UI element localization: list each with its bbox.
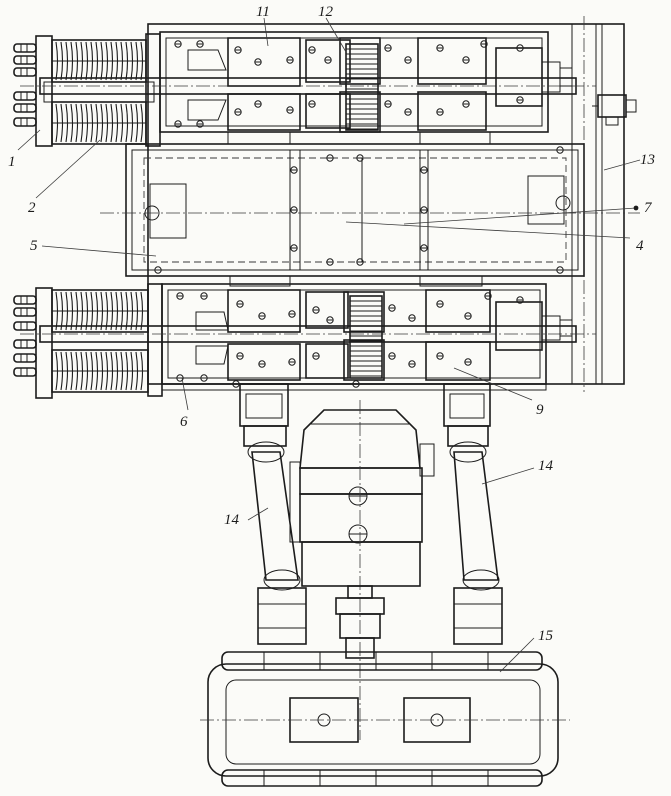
top-gear-block [20, 31, 596, 133]
callout-13: 13 [640, 152, 655, 168]
callout-labels: 1 2 4 5 6 7 9 11 12 13 14 14 15 [8, 4, 655, 644]
callout-4: 4 [636, 238, 644, 254]
callout-9: 9 [536, 402, 544, 418]
base-carriage [200, 651, 570, 787]
bottom-gear-block [20, 283, 596, 391]
callout-12: 12 [318, 4, 334, 20]
callout-15: 15 [538, 628, 554, 644]
callout-1: 1 [8, 154, 16, 170]
callout-2: 2 [28, 200, 36, 216]
leader-lines [17, 17, 641, 673]
right-link-arm [443, 383, 503, 645]
top-spring-pack [13, 33, 161, 147]
bottom-spring-pack [13, 283, 163, 399]
callout-11: 11 [256, 4, 270, 20]
main-housing [100, 131, 640, 287]
central-motor [289, 400, 435, 740]
callout-14-right: 14 [538, 458, 554, 474]
callout-5: 5 [30, 238, 38, 254]
callout-14-left: 14 [224, 512, 240, 528]
callout-6: 6 [180, 414, 188, 430]
left-link-arm [239, 383, 307, 645]
callout-7: 7 [644, 200, 653, 216]
